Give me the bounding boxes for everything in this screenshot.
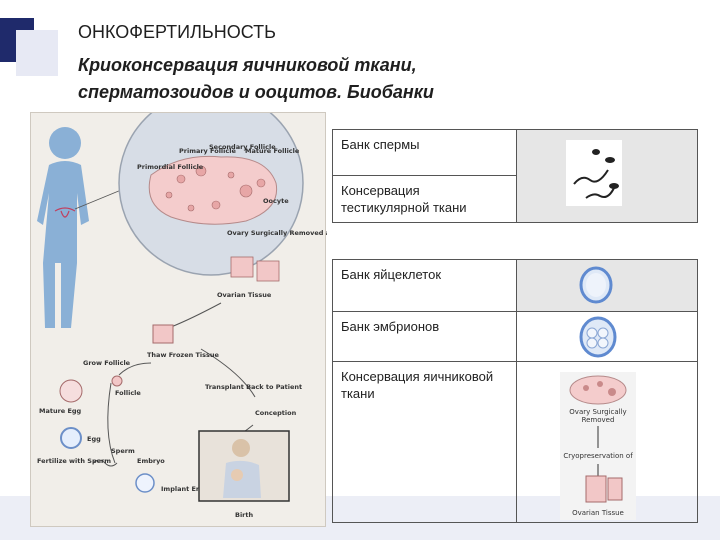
ovary-tissue-panel: Ovary Surgically Removed Cryopreservatio…: [560, 372, 636, 520]
label-conception: Conception: [255, 409, 297, 417]
label-embryo: Embryo: [137, 457, 165, 465]
label-egg: Egg: [87, 435, 101, 443]
oocyte-image: [579, 266, 613, 304]
thawed-tissue: [152, 324, 174, 344]
ovarian-tissue-label: Ovarian Tissue: [572, 509, 624, 517]
sperm-image: [566, 140, 622, 206]
label-secondary-follicle: Secondary Follicle: [209, 143, 276, 151]
slide-subtitle: Криоконсервация яичниковой ткани, сперма…: [78, 55, 434, 102]
figure-illustration: Primary Follicle Secondary Follicle Matu…: [37, 113, 327, 519]
embryo-image: [579, 316, 617, 358]
table1-row-1-label-cell: Банк спермы: [332, 129, 517, 176]
table2-row-2-label: Банк эмбрионов: [341, 319, 440, 334]
label-primordial-follicle: Primordial Follicle: [137, 163, 204, 171]
sperm-icon: [92, 459, 118, 467]
table1-row-1-label: Банк спермы: [341, 137, 420, 152]
patient-silhouette: [37, 127, 89, 328]
ovary-removed-label: Ovary Surgically Removed: [569, 408, 627, 424]
label-grow-follicle: Grow Follicle: [83, 359, 131, 367]
label-fertilize: Fertilize with Sperm: [37, 457, 111, 465]
label-sperm: Sperm: [111, 447, 135, 455]
ovarian-tissue-pieces: [230, 256, 280, 282]
label-follicle: Follicle: [115, 389, 141, 397]
fertility-preservation-figure: Primary Follicle Secondary Follicle Matu…: [30, 112, 327, 527]
label-oocyte: Oocyte: [263, 197, 289, 205]
sperm-bank-table: Банк спермы Консервация тестикулярной тк…: [332, 129, 698, 223]
decor-block-light: [16, 30, 58, 76]
table2-row-3-label: Консервация яичниковой ткани: [341, 369, 494, 401]
label-mature-egg: Mature Egg: [39, 407, 82, 415]
label-primary-follicle: Primary Follicle: [179, 147, 236, 155]
table2-row-1-label: Банк яйцеклеток: [341, 267, 442, 282]
label-mature-follicle: Mature Follicle: [245, 147, 300, 155]
table2-row-2-label-cell: Банк эмбрионов: [332, 311, 517, 362]
ovary-cross-section: [148, 155, 278, 225]
label-ovary-removed: Ovary Surgically Removed and Cryopreserv…: [227, 229, 327, 237]
label-birth: Birth: [235, 511, 253, 519]
follicle-icon: [111, 375, 123, 387]
label-transplant: Transplant Back to Patient: [205, 383, 302, 391]
embryo-icon: [135, 473, 155, 493]
table1-row-2-label: Консервация тестикулярной ткани: [341, 183, 467, 215]
label-thaw: Thaw Frozen Tissue: [147, 351, 220, 359]
mature-egg-icon: [60, 427, 82, 449]
table2-row-3-label-cell: Консервация яичниковой ткани: [332, 361, 517, 523]
table2-row-1-label-cell: Банк яйцеклеток: [332, 259, 517, 312]
cryopreservation-label: Cryopreservation of: [563, 452, 633, 460]
label-ovarian-tissue: Ovarian Tissue: [217, 291, 272, 299]
table1-row-2-label-cell: Консервация тестикулярной ткани: [332, 175, 517, 223]
oocyte-embryo-bank-table: Банк яйцеклеток Банк эмбрионов Консервац…: [332, 259, 698, 523]
grow-follicle-icon: [59, 379, 83, 403]
slide-title: ОНКОФЕРТИЛЬНОСТЬ: [78, 22, 276, 42]
uterus-icon: [54, 207, 76, 218]
